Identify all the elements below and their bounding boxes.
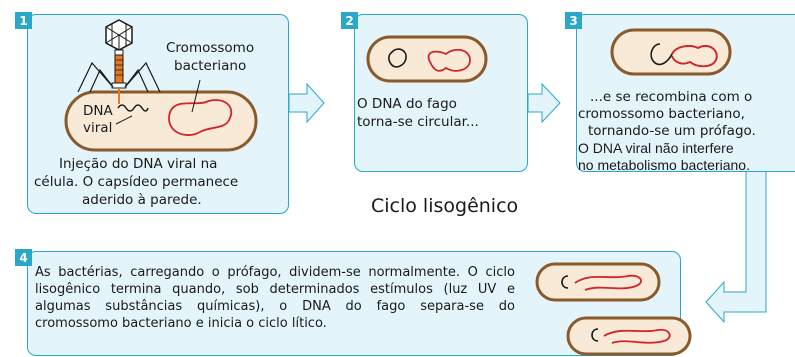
daughter-cell-top [535,262,661,302]
caption-3-line-1: ...e se recombina com o [590,89,753,105]
caption-2-line-1: O DNA do fago [357,96,457,112]
caption-3-line-5: no metabolismo bacteriano. [578,157,750,173]
chromosome-loop-3 [671,45,718,68]
daughter-cell-bottom [566,316,692,356]
caption-1-line-1: Injeção do DNA viral na [59,156,218,172]
chromosome-bottom [603,328,671,344]
caption-2-line-2: torna-se circular... [357,114,479,130]
caption-1-line-2: célula. O capsídeo permanece [34,174,239,190]
leader-dna [115,115,133,125]
bacterium-panel-3 [610,28,732,76]
step-badge-2: 2 [341,12,358,29]
caption-3-line-4: O DNA viral não interfere [578,140,734,156]
caption-3-line-2: cromossomo bacteriano, [578,106,745,122]
caption-3-line-3: tornando-se um prófago. [588,123,756,139]
bacterium-panel-2 [366,35,488,83]
viral-dna [117,104,149,112]
caption-1-line-3: aderido à parede. [82,192,202,208]
arrow-2-to-3 [527,82,561,124]
chromosome-loop [168,99,233,136]
arrow-1-to-2 [288,82,325,124]
chromosome-top [574,274,642,291]
step-badge-1: 1 [15,12,32,29]
step-badge-3: 3 [565,12,582,29]
label-dna-line-1: DNA [83,103,113,119]
label-chromosome-line-2: bacteriano [174,58,247,74]
chromosome-loop-2 [427,48,471,72]
caption-4: As bactérias, carregando o prófago, divi… [35,265,515,331]
diagram-title: Ciclo lisogênico [371,195,519,217]
leader-chromosome [191,79,201,113]
bacteriophage [77,19,161,104]
step-badge-4: 4 [15,249,32,266]
arrow-3-to-4 [705,172,767,324]
prophage-bottom [591,328,599,342]
viral-dna-circle [388,48,407,68]
label-dna-line-2: viral [83,120,113,136]
label-chromosome-line-1: Cromossomo [166,40,255,56]
bacterium-cell [64,90,258,152]
prophage-top [561,275,569,289]
